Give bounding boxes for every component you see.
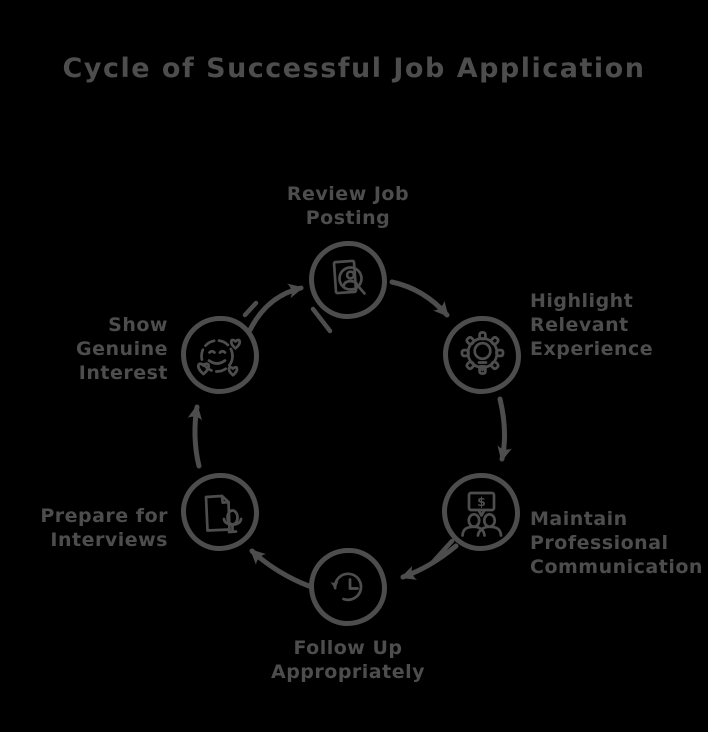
node-circle <box>309 241 387 319</box>
node-circle <box>181 316 259 394</box>
sketch-stroke <box>242 300 259 318</box>
dollar-symbol: $ <box>477 494 486 509</box>
arrow-show-interest-to-review-posting <box>247 283 304 333</box>
sketch-stroke <box>430 538 455 565</box>
arrow-maintain-communication-to-follow-up <box>400 543 459 580</box>
node-circle: $ <box>442 473 520 551</box>
node-circle <box>181 473 259 551</box>
node-label: Maintain Professional Communication <box>530 508 703 578</box>
history-clock-icon <box>330 572 363 602</box>
node-label: Follow Up Appropriately <box>270 637 425 683</box>
node-circle <box>443 316 521 394</box>
people-dollar-chat-icon: $ <box>461 491 503 537</box>
gear-lightbulb-icon <box>460 331 505 375</box>
document-microphone-icon <box>204 494 243 534</box>
smiley-hearts-icon <box>197 338 242 377</box>
arrow-review-posting-to-highlight-experience <box>389 279 450 318</box>
node-label: Highlight Relevant Experience <box>530 290 654 360</box>
arrow-highlight-experience-to-maintain-communication <box>497 396 513 462</box>
arrow-follow-up-to-prepare-interviews <box>249 548 312 589</box>
node-label: Review Job Posting <box>286 183 410 229</box>
node-label: Show Genuine Interest <box>76 314 168 384</box>
node-label: Prepare for Interviews <box>40 505 168 551</box>
arrow-prepare-interviews-to-show-interest <box>187 404 203 469</box>
diagram-title: Cycle of Successful Job Application <box>62 53 646 84</box>
node-circle <box>309 548 387 626</box>
document-search-icon <box>332 259 366 295</box>
